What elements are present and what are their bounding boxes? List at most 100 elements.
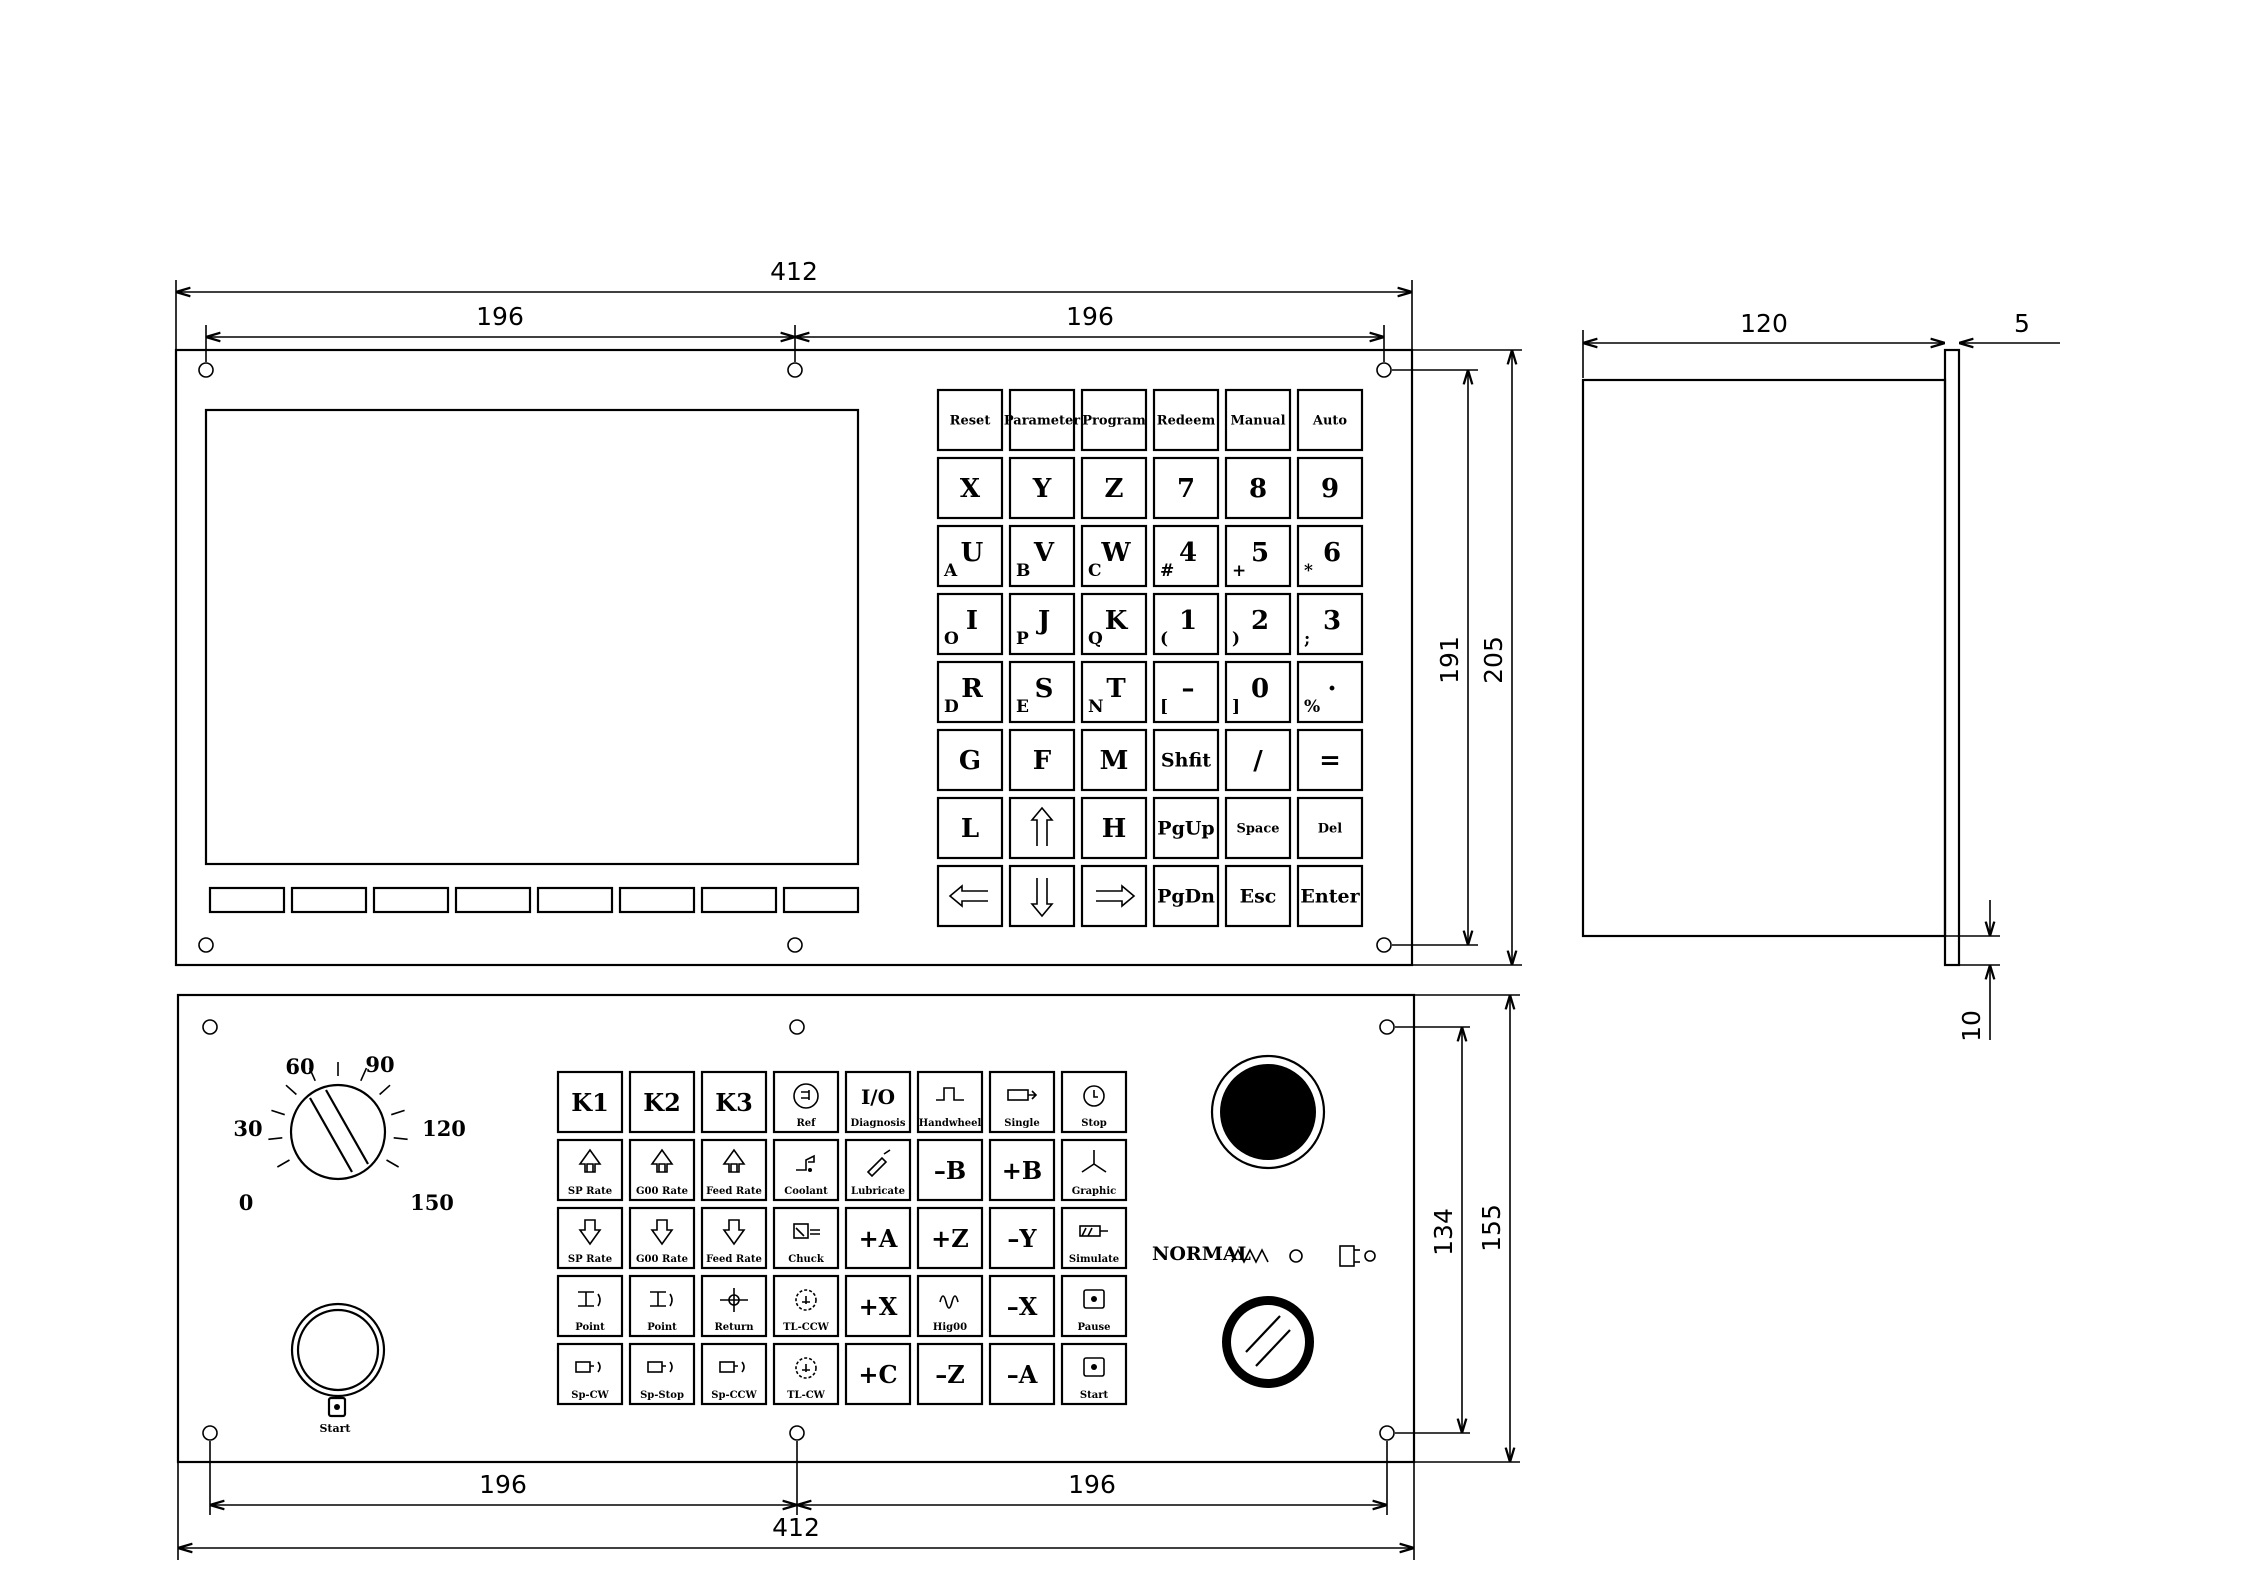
- key-b[interactable]: +B: [988, 1138, 1056, 1202]
- key-switch[interactable]: [1222, 1296, 1314, 1388]
- key-sym[interactable]: –[: [1152, 660, 1220, 724]
- key-k[interactable]: KQ: [1080, 592, 1148, 656]
- key-1[interactable]: 1(: [1152, 592, 1220, 656]
- key-l[interactable]: L: [936, 796, 1004, 860]
- key-g00-rate[interactable]: G00 Rate: [628, 1138, 696, 1202]
- key-tl-ccw[interactable]: TL-CCW: [772, 1274, 840, 1338]
- key-redeem[interactable]: Redeem: [1152, 388, 1220, 452]
- key-3[interactable]: 3;: [1296, 592, 1364, 656]
- key-single[interactable]: Single: [988, 1070, 1056, 1134]
- key-k2[interactable]: K2: [628, 1070, 696, 1134]
- key-b[interactable]: –B: [916, 1138, 984, 1202]
- key-point[interactable]: Point: [556, 1274, 624, 1338]
- key-9[interactable]: 9: [1296, 456, 1364, 520]
- key-sp-ccw[interactable]: Sp-CCW: [700, 1342, 768, 1406]
- key-h[interactable]: H: [1080, 796, 1148, 860]
- key-auto[interactable]: Auto: [1296, 388, 1364, 452]
- key-a[interactable]: –A: [988, 1342, 1056, 1406]
- softkey[interactable]: [536, 886, 614, 914]
- key-sym[interactable]: ·%: [1296, 660, 1364, 724]
- key-v[interactable]: VB: [1008, 524, 1076, 588]
- key-sp-rate[interactable]: SP Rate: [556, 1206, 624, 1270]
- key-handwheel[interactable]: Handwheel: [916, 1070, 984, 1134]
- key-arrow-up[interactable]: [1008, 796, 1076, 860]
- key-z[interactable]: +Z: [916, 1206, 984, 1270]
- softkey[interactable]: [372, 886, 450, 914]
- key-z[interactable]: Z: [1080, 456, 1148, 520]
- key-coolant[interactable]: Coolant: [772, 1138, 840, 1202]
- key-7[interactable]: 7: [1152, 456, 1220, 520]
- key-z[interactable]: –Z: [916, 1342, 984, 1406]
- softkey[interactable]: [208, 886, 286, 914]
- key-k3[interactable]: K3: [700, 1070, 768, 1134]
- key-feed-rate[interactable]: Feed Rate: [700, 1138, 768, 1202]
- key-f[interactable]: F: [1008, 728, 1076, 792]
- key-sp-stop[interactable]: Sp-Stop: [628, 1342, 696, 1406]
- key-2[interactable]: 2): [1224, 592, 1292, 656]
- softkey[interactable]: [290, 886, 368, 914]
- key-sym[interactable]: =: [1296, 728, 1364, 792]
- key-hig00[interactable]: Hig00: [916, 1274, 984, 1338]
- key-y[interactable]: Y: [1008, 456, 1076, 520]
- key-start[interactable]: Start: [1060, 1342, 1128, 1406]
- key-j[interactable]: JP: [1008, 592, 1076, 656]
- key-program[interactable]: Program: [1080, 388, 1148, 452]
- key-4[interactable]: 4#: [1152, 524, 1220, 588]
- key-chuck[interactable]: Chuck: [772, 1206, 840, 1270]
- key-t[interactable]: TN: [1080, 660, 1148, 724]
- key-s[interactable]: SE: [1008, 660, 1076, 724]
- key-manual[interactable]: Manual: [1224, 388, 1292, 452]
- key-ref[interactable]: Ref: [772, 1070, 840, 1134]
- softkey[interactable]: [454, 886, 532, 914]
- key-pgup[interactable]: PgUp: [1152, 796, 1220, 860]
- key-pgdn[interactable]: PgDn: [1152, 864, 1220, 928]
- key-a[interactable]: +A: [844, 1206, 912, 1270]
- key-space[interactable]: Space: [1224, 796, 1292, 860]
- key-point[interactable]: Point: [628, 1274, 696, 1338]
- key-esc[interactable]: Esc: [1224, 864, 1292, 928]
- key-x[interactable]: X: [936, 456, 1004, 520]
- softkey[interactable]: [782, 886, 860, 914]
- cycle-start-button[interactable]: Start: [290, 1302, 386, 1435]
- key-0[interactable]: 0]: [1224, 660, 1292, 724]
- key-simulate[interactable]: Simulate: [1060, 1206, 1128, 1270]
- key-u[interactable]: UA: [936, 524, 1004, 588]
- key-y[interactable]: –Y: [988, 1206, 1056, 1270]
- emergency-stop-button[interactable]: [1210, 1054, 1326, 1170]
- key-x[interactable]: +X: [844, 1274, 912, 1338]
- key-pause[interactable]: Pause: [1060, 1274, 1128, 1338]
- key-sym[interactable]: /: [1224, 728, 1292, 792]
- key-x[interactable]: –X: [988, 1274, 1056, 1338]
- key-parameter[interactable]: Parameter: [1004, 388, 1080, 452]
- key-stop[interactable]: Stop: [1060, 1070, 1128, 1134]
- key-5[interactable]: 5+: [1224, 524, 1292, 588]
- key-8[interactable]: 8: [1224, 456, 1292, 520]
- key-i[interactable]: IO: [936, 592, 1004, 656]
- key-k1[interactable]: K1: [556, 1070, 624, 1134]
- key-arrow-down[interactable]: [1008, 864, 1076, 928]
- key-arrow-left[interactable]: [936, 864, 1004, 928]
- key-lubricate[interactable]: Lubricate: [844, 1138, 912, 1202]
- key-sp-cw[interactable]: Sp-CW: [556, 1342, 624, 1406]
- key-6[interactable]: 6*: [1296, 524, 1364, 588]
- key-w[interactable]: WC: [1080, 524, 1148, 588]
- key-reset[interactable]: Reset: [936, 388, 1004, 452]
- key-enter[interactable]: Enter: [1296, 864, 1364, 928]
- key-shfit[interactable]: Shfit: [1152, 728, 1220, 792]
- key-feed-rate[interactable]: Feed Rate: [700, 1206, 768, 1270]
- key-m[interactable]: M: [1080, 728, 1148, 792]
- key-g[interactable]: G: [936, 728, 1004, 792]
- key-return[interactable]: Return: [700, 1274, 768, 1338]
- key-r[interactable]: RD: [936, 660, 1004, 724]
- key-graphic[interactable]: Graphic: [1060, 1138, 1128, 1202]
- softkey[interactable]: [618, 886, 696, 914]
- key-arrow-right[interactable]: [1080, 864, 1148, 928]
- key-del[interactable]: Del: [1296, 796, 1364, 860]
- key-sp-rate[interactable]: SP Rate: [556, 1138, 624, 1202]
- dial-knob[interactable]: [289, 1083, 387, 1181]
- key-c[interactable]: +C: [844, 1342, 912, 1406]
- softkey[interactable]: [700, 886, 778, 914]
- key-g00-rate[interactable]: G00 Rate: [628, 1206, 696, 1270]
